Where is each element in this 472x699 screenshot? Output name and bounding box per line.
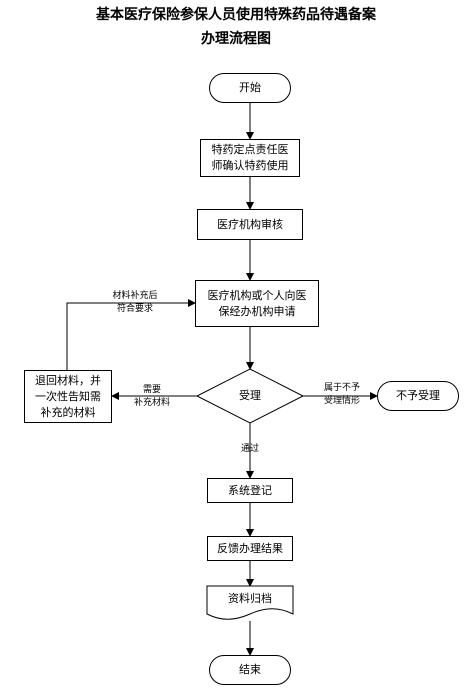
accept-label: 受理 bbox=[239, 389, 261, 402]
need-label-line2: 补充材料 bbox=[133, 398, 170, 408]
need-label-line1: 需要 bbox=[142, 385, 161, 395]
not-accept-label-line1: 属于不予 bbox=[323, 383, 360, 393]
resubmit-label-line1: 材料补充后 bbox=[112, 291, 158, 301]
need-supplement-edge-label: 需要 补充材料 bbox=[122, 384, 182, 410]
apply-label-line1: 医疗机构或个人向医 bbox=[207, 288, 307, 302]
arrow-return-apply bbox=[66, 299, 196, 370]
return-label-line3: 补充的材料 bbox=[40, 405, 96, 419]
feedback-label: 反馈办理结果 bbox=[217, 541, 283, 555]
archive-document-shape bbox=[206, 585, 294, 620]
apply-label-line2: 保经办机构申请 bbox=[218, 304, 296, 318]
start-node: 开始 bbox=[209, 73, 291, 103]
review-label: 医疗机构审核 bbox=[217, 217, 283, 231]
pass-edge-label: 通过 bbox=[240, 444, 259, 454]
confirm-label-line1: 特药定点责任医 bbox=[211, 143, 289, 156]
return-label-line2: 一次性告知需 bbox=[35, 389, 101, 403]
resubmit-edge-label: 材料补充后 符合要求 bbox=[100, 290, 170, 316]
title-line1: 基本医疗保险参保人员使用特殊药品待遇备案 bbox=[96, 7, 376, 23]
feedback-node: 反馈办理结果 bbox=[207, 536, 293, 561]
apply-node: 医疗机构或个人向医 保经办机构申请 bbox=[195, 280, 319, 327]
register-label: 系统登记 bbox=[228, 483, 272, 497]
confirm-label-line2: 师确认特药使用 bbox=[211, 159, 289, 172]
resubmit-label-line2: 符合要求 bbox=[116, 304, 153, 314]
not-accept-label-line2: 受理情形 bbox=[323, 396, 360, 406]
start-label: 开始 bbox=[239, 81, 261, 94]
review-node: 医疗机构审核 bbox=[197, 209, 303, 240]
reject-node: 不予受理 bbox=[377, 381, 459, 411]
end-node: 结束 bbox=[209, 655, 291, 685]
register-node: 系统登记 bbox=[207, 478, 293, 503]
title-line2: 办理流程图 bbox=[201, 31, 271, 47]
reject-label: 不予受理 bbox=[396, 389, 440, 402]
archive-label: 资料归档 bbox=[228, 592, 272, 605]
confirm-drug-node: 特药定点责任医 师确认特药使用 bbox=[200, 139, 300, 177]
accept-diamond bbox=[195, 368, 305, 424]
not-accept-edge-label: 属于不予 受理情形 bbox=[312, 382, 372, 408]
return-materials-node: 退回材料，并 一次性告知需 补充的材料 bbox=[24, 370, 112, 423]
return-label-line1: 退回材料，并 bbox=[35, 373, 101, 387]
end-label: 结束 bbox=[239, 663, 261, 676]
